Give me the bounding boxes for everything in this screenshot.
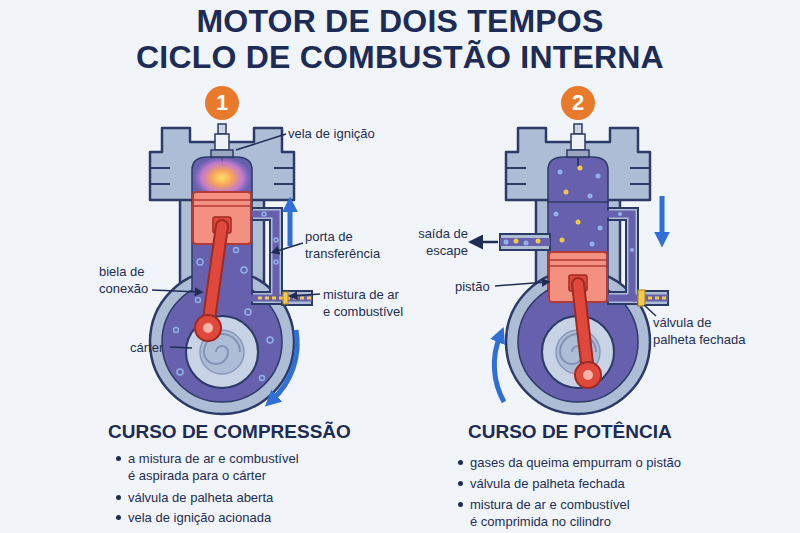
bullet-item: a mistura de ar e combustível é aspirada… [128,450,304,484]
part-label: cárter [130,339,190,356]
part-label: vela de ignição [288,125,418,142]
connecting-rod [575,284,601,388]
part-label: pistão [455,278,515,295]
step-circle: 1 [205,86,239,120]
connecting-rod [195,226,222,341]
leader-lines [152,134,656,348]
part-label: biela de conexão [99,263,161,297]
transfer-port [250,208,312,305]
diagram-title: MOTOR DE DOIS TEMPOS CICLO DE COMBUSTÃO … [0,3,800,75]
exhaust-port [500,234,550,250]
part-label: válvula de palheta fechada [653,314,749,348]
engine-body [506,124,650,414]
title-line: CICLO DE COMBUSTÃO INTERNA [0,39,800,75]
bullet-item: gases da queima empurram o pistão [470,454,750,471]
step-circle: 2 [561,86,595,120]
motion-arrow [660,196,665,238]
step-number: 2 [572,90,584,116]
engine-body [150,124,294,414]
part-label: saída de escape [404,225,468,259]
part-label: porta de transferência [305,228,395,262]
bullet-item: vela de ignição acionada [128,509,368,526]
part-label: mistura de ar e combustível [323,286,406,320]
motion-arrow [288,206,293,246]
step-number: 1 [216,90,228,116]
stroke-heading: CURSO DE COMPRESSÃO [108,421,408,443]
mixture-bubbles [174,212,279,381]
mixture-dots [554,166,635,253]
title-line: MOTOR DE DOIS TEMPOS [0,3,800,39]
stroke-heading: CURSO DE POTÊNCIA [468,421,768,443]
transfer-port [606,208,668,306]
rotation-arrow [272,330,297,400]
rotation-arrow [494,336,504,402]
bullet-item: válvula de palheta fechada [470,475,750,492]
bullet-item: mistura de ar e combustível é comprimida… [470,496,635,530]
bullet-item: válvula de palheta aberta [128,489,368,506]
